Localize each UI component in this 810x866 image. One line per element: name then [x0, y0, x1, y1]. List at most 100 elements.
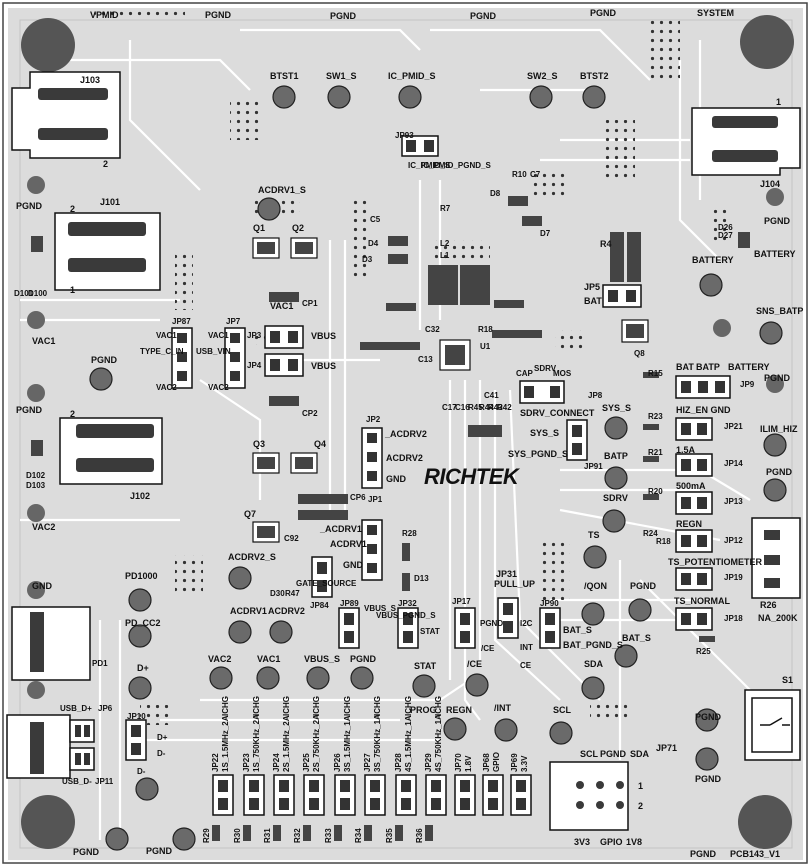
net-vac2-left: VAC2 — [32, 522, 56, 532]
refdes-q7: Q7 — [244, 509, 257, 519]
net-battery-right: BATTERY — [754, 249, 796, 259]
net-pgnd-bottom-1: PGND — [73, 847, 100, 857]
pin-2-j103: 2 — [103, 159, 109, 169]
label-sys-pgnd-s: SYS_PGND_S — [508, 449, 569, 459]
test-points — [89, 85, 787, 851]
iset-jp24-id: JP24 — [272, 753, 281, 772]
refdes-r44: R44 — [479, 403, 494, 412]
iset-jp28-id: JP28 — [394, 753, 403, 772]
refdes-q3: Q3 — [253, 439, 266, 449]
label-500ma: 500mA — [676, 481, 706, 491]
res-r34: R34 — [354, 828, 363, 843]
refdes-jp21: JP21 — [724, 422, 743, 431]
iset-jp29-label: 4S_750KHz_1A — [434, 714, 443, 772]
tp-scl-label: SCL — [553, 705, 571, 715]
label-pgnd-jp17: PGND — [480, 619, 504, 628]
tp-syss-label: SYS_S — [602, 403, 632, 413]
gpio-jp69-id: JP69 — [510, 753, 519, 772]
refdes-j103: J103 — [80, 75, 101, 85]
net-pgnd-right-2: PGND — [764, 373, 791, 383]
tp-batp-label: BATP — [604, 451, 628, 461]
label-usb-dplus: USB_D+ — [60, 704, 92, 713]
refdes-jp91: JP91 — [584, 462, 603, 471]
refdes-jp18: JP18 — [724, 614, 743, 623]
refdes-r23: R23 — [648, 412, 663, 421]
tp-vbuss-label: VBUS_S — [304, 654, 341, 664]
iset-jp27-tag: ICHG — [373, 696, 382, 716]
tp-dminus-label: D- — [137, 767, 146, 776]
refdes-l2: L2 — [440, 239, 450, 248]
label-ts-potentiometer: TS_POTENTIOMETER — [668, 557, 763, 567]
label-sys-s: SYS_S — [530, 428, 560, 438]
net-acdrv2-label: _ACDRV2 — [385, 429, 427, 439]
jp71-sda: SDA — [630, 749, 650, 759]
label-bat-jp9: BAT — [676, 362, 694, 372]
net-acdrv1-label: _ACDRV1 — [320, 524, 362, 534]
iset-jp24-label: 2S_1.5MHz_2A — [282, 715, 291, 772]
refdes-jp6: JP6 — [98, 704, 113, 713]
res-r29: R29 — [202, 828, 211, 843]
pin-2-j101: 2 — [70, 204, 76, 214]
refdes-d100: D100 — [28, 289, 48, 298]
label-battery-jp9: BATTERY — [728, 362, 770, 372]
net-vac1-left: VAC1 — [32, 336, 56, 346]
refdes-jp8: JP8 — [588, 391, 603, 400]
pin-2-j102: 2 — [70, 409, 76, 419]
res-r35: R35 — [385, 828, 394, 843]
label-sdrv-jp8: SDRV — [534, 364, 557, 373]
label-prog: PROG — [410, 705, 437, 715]
tp-pd1000-label: PD1000 — [125, 571, 158, 581]
refdes-c92: C92 — [284, 534, 299, 543]
refdes-jp89: JP89 — [340, 599, 359, 608]
ic-pads — [31, 196, 750, 642]
tp-ce-label: /CE — [467, 659, 483, 669]
tp-acdrv1s-label: ACDRV1_S — [258, 185, 306, 195]
tp-btst1-label: BTST1 — [270, 71, 299, 81]
label-cap: CAP — [516, 369, 533, 378]
label-usb-dminus: USB_D- — [62, 777, 92, 786]
refdes-d8: D8 — [490, 189, 501, 198]
label-batp-jp9: BATP — [696, 362, 720, 372]
label-1-5a: 1.5A — [676, 445, 696, 455]
richtek-logo: RICHTEK — [424, 464, 519, 489]
refdes-jp71: JP71 — [656, 743, 678, 753]
refdes-d102: D102 — [26, 471, 46, 480]
refdes-jp14: JP14 — [724, 459, 743, 468]
iset-jp26-label: 3S_1.5MHz_1A — [343, 715, 352, 772]
refdes-cp6: CP6 — [350, 493, 366, 502]
iset-jp23-label: 1S_750KHz_2A — [252, 714, 261, 772]
refdes-c7: C7 — [530, 170, 541, 179]
refdes-c41: C41 — [484, 391, 499, 400]
refdes-d13: D13 — [414, 574, 429, 583]
jumper-headers — [69, 135, 731, 816]
jp5-bat: BAT — [584, 296, 602, 306]
iset-jp26-tag: ICHG — [343, 696, 352, 716]
refdes-jp90: JP90 — [540, 599, 559, 608]
refdes-c13: C13 — [418, 355, 433, 364]
refdes-jp32: JP32 — [398, 599, 417, 608]
net-pgnd-left-2: PGND — [91, 355, 118, 365]
refdes-jp13: JP13 — [724, 497, 743, 506]
tp-pdcc2-label: PD_CC2 — [125, 618, 161, 628]
jp7-vac2: VAC2 — [208, 383, 229, 392]
label-mos: MOS — [553, 369, 572, 378]
tp-sda-label: SDA — [584, 659, 604, 669]
net-pgnd-top-4: PGND — [590, 8, 617, 18]
res-r31: R31 — [263, 828, 272, 843]
refdes-jp7: JP7 — [226, 317, 241, 326]
refdes-d103: D103 — [26, 481, 46, 490]
gnd-pads — [27, 176, 784, 699]
gpio-jp69-label: 3.3V — [520, 755, 529, 772]
label-sdrv-connect: SDRV_CONNECT — [520, 408, 595, 418]
label-usb-vin: USB_VIN — [196, 347, 231, 356]
net-vbus-2: VBUS — [311, 361, 337, 371]
label-type-c-in: TYPE_C_IN — [140, 347, 184, 356]
tp-regn-label: REGN — [446, 705, 473, 715]
pin-1-j101: 1 — [70, 285, 76, 295]
refdes-c16: C16 — [455, 403, 470, 412]
refdes-c17: C17 — [442, 403, 457, 412]
refdes-r24: R24 — [643, 529, 658, 538]
refdes-d3: D3 — [362, 255, 373, 264]
refdes-q1: Q1 — [253, 223, 266, 233]
